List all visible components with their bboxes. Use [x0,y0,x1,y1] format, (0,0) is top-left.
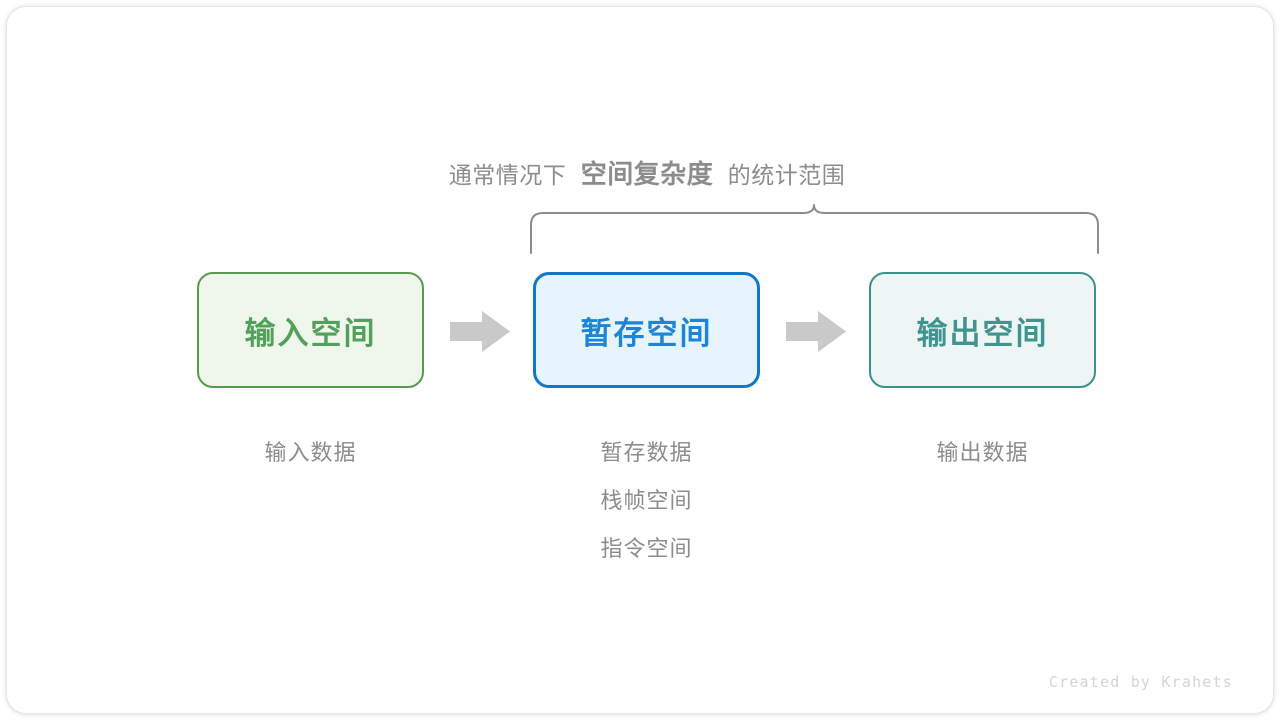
brace-icon [530,204,1099,254]
box-temp-space-label: 暂存空间 [580,315,713,351]
box-output-space[interactable]: 输出空间 [869,272,1096,388]
caption-input: 输入数据 [197,429,424,477]
arrow-right-icon [450,311,510,352]
title-emphasis: 空间复杂度 [580,159,714,189]
caption-item: 输出数据 [936,440,1029,465]
caption-item: 输入数据 [264,440,357,465]
title-prefix: 通常情况下 [448,162,567,188]
diagram-card: 通常情况下 空间复杂度 的统计范围 输入空间 暂存空间 输出空间 [6,6,1274,714]
caption-item: 指令空间 [600,536,693,561]
arrow-right-icon [786,311,846,352]
caption-item: 暂存数据 [600,440,693,465]
caption-temp: 暂存数据 栈帧空间 指令空间 [533,429,760,573]
title-suffix: 的统计范围 [727,162,846,188]
box-input-space[interactable]: 输入空间 [197,272,424,388]
box-input-space-label: 输入空间 [244,315,377,351]
diagram-title: 通常情况下 空间复杂度 的统计范围 [7,157,1273,196]
box-output-space-label: 输出空间 [916,315,1049,351]
box-row: 输入空间 暂存空间 输出空间 [7,272,1273,392]
box-temp-space[interactable]: 暂存空间 [533,272,760,388]
caption-item: 栈帧空间 [600,488,693,513]
watermark: Created by Krahets [1048,673,1233,691]
caption-output: 输出数据 [869,429,1096,477]
